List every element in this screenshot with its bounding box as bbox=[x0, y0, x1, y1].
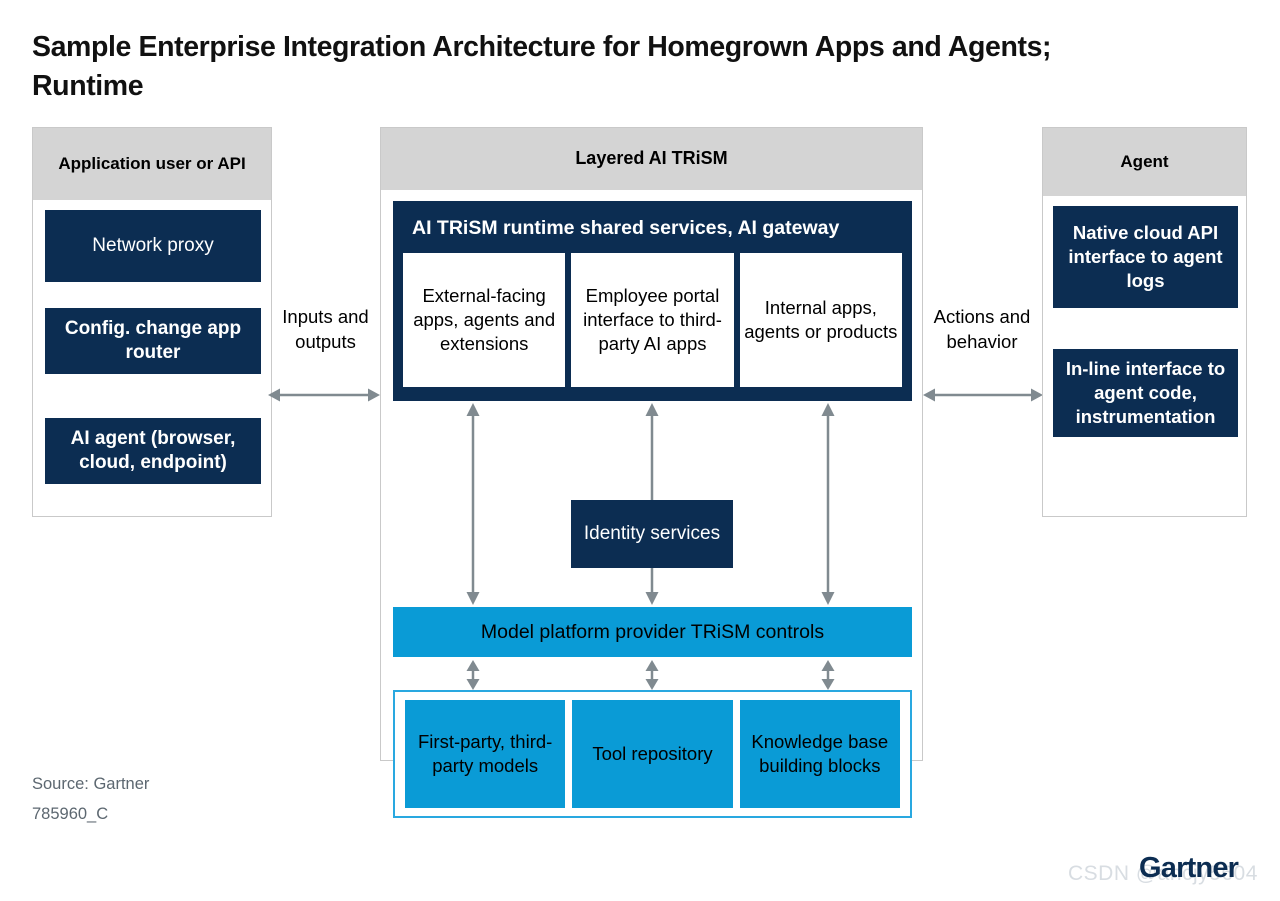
box-inline-interface-agent-code[interactable]: In-line interface to agent code, instrum… bbox=[1053, 349, 1238, 437]
document-id: 785960_C bbox=[32, 805, 109, 823]
arrow-gateway-to-model-platform-left bbox=[464, 403, 482, 605]
panel-left-header: Application user or API bbox=[33, 128, 271, 200]
panel-center-header: Layered AI TRiSM bbox=[381, 128, 922, 190]
panel-application-user: Application user or API Network proxy Co… bbox=[32, 127, 272, 517]
foundation-columns: First-party, third-party models Tool rep… bbox=[405, 700, 900, 808]
panel-left-body: Network proxy Config. change app router … bbox=[33, 200, 271, 496]
connector-label-actions-behavior: Actions and behavior bbox=[933, 306, 1031, 352]
panel-center-body: AI TRiSM runtime shared services, AI gat… bbox=[381, 190, 922, 818]
source-note: Source: Gartner bbox=[32, 775, 150, 793]
arrow-inputs-outputs bbox=[268, 386, 380, 404]
panel-right-header: Agent bbox=[1043, 128, 1246, 196]
foundation-col-tool-repository[interactable]: Tool repository bbox=[572, 700, 733, 808]
panel-layered-ai-trism: Layered AI TRiSM AI TRiSM runtime shared… bbox=[380, 127, 923, 818]
gateway-col-internal-apps[interactable]: Internal apps, agents or products bbox=[739, 253, 902, 387]
gartner-logo: Gartner bbox=[1139, 852, 1239, 884]
ai-gateway-columns: External-facing apps, agents and extensi… bbox=[393, 253, 912, 387]
connector-label-inputs-outputs: Inputs and outputs bbox=[282, 306, 369, 352]
panel-right-body: Native cloud API interface to agent logs… bbox=[1043, 196, 1246, 449]
foundation-col-models[interactable]: First-party, third-party models bbox=[405, 700, 566, 808]
gateway-col-employee-portal[interactable]: Employee portal interface to third-party… bbox=[571, 253, 734, 387]
csdn-watermark: CSDN @ancjy5604 bbox=[1068, 862, 1258, 885]
page-title: Sample Enterprise Integration Architectu… bbox=[32, 31, 1052, 102]
box-identity-services[interactable]: Identity services bbox=[571, 500, 733, 568]
arrow-actions-behavior bbox=[923, 386, 1043, 404]
box-network-proxy[interactable]: Network proxy bbox=[45, 210, 261, 282]
ai-gateway-title: AI TRiSM runtime shared services, AI gat… bbox=[412, 217, 840, 239]
arrow-model-platform-to-foundation-center bbox=[643, 660, 661, 690]
box-native-cloud-api-interface[interactable]: Native cloud API interface to agent logs bbox=[1053, 206, 1238, 308]
panel-agent: Agent Native cloud API interface to agen… bbox=[1042, 127, 1247, 517]
gateway-col-external-facing[interactable]: External-facing apps, agents and extensi… bbox=[403, 253, 566, 387]
foundation-group: First-party, third-party models Tool rep… bbox=[393, 690, 912, 818]
arrow-gateway-to-model-platform-right bbox=[819, 403, 837, 605]
arrow-model-platform-to-foundation-right bbox=[819, 660, 837, 690]
box-ai-agent[interactable]: AI agent (browser, cloud, endpoint) bbox=[45, 418, 261, 484]
box-config-change-app-router[interactable]: Config. change app router bbox=[45, 308, 261, 374]
foundation-col-knowledge-base[interactable]: Knowledge base building blocks bbox=[739, 700, 900, 808]
bar-model-platform-provider-trism-controls[interactable]: Model platform provider TRiSM controls bbox=[393, 607, 912, 657]
arrow-model-platform-to-foundation-left bbox=[464, 660, 482, 690]
ai-gateway-block: AI TRiSM runtime shared services, AI gat… bbox=[393, 201, 912, 401]
